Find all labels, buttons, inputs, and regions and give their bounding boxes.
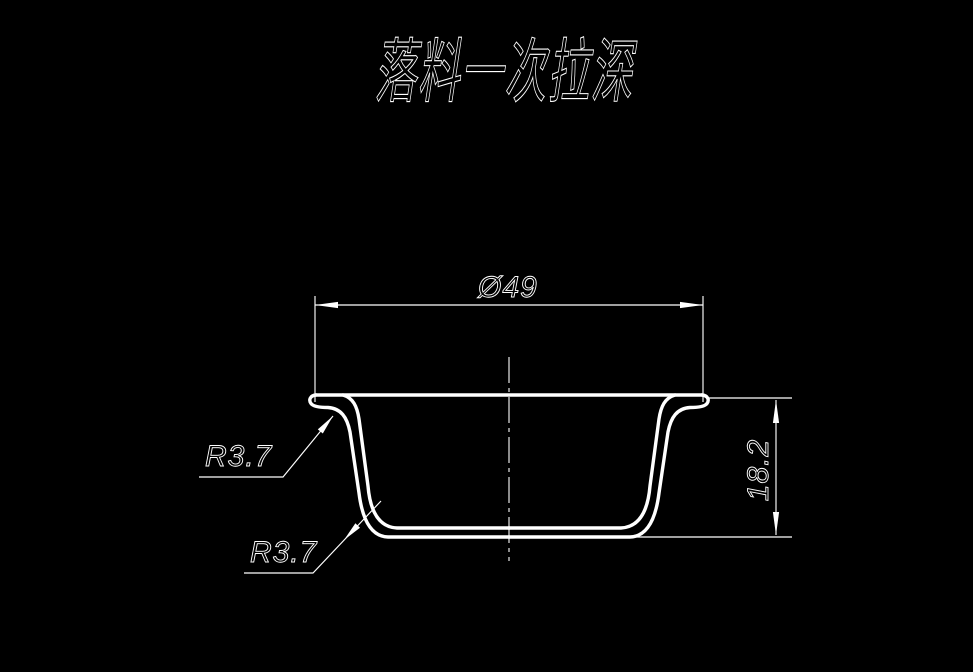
flange-radius-callout: R3.7: [199, 415, 334, 478]
diameter-arrowhead-left-icon: [315, 301, 338, 309]
diameter-arrowhead-right-icon: [680, 301, 703, 309]
bottom-radius-label: R3.7: [250, 536, 318, 569]
flange-radius-leader-line: [199, 415, 334, 478]
flange-radius-label: R3.7: [205, 440, 273, 473]
part-right-section: [507, 393, 710, 539]
diameter-dimension: Ø49: [314, 271, 704, 402]
height-dimension-label: 18.2: [742, 439, 775, 501]
left-inner-surface: [341, 393, 511, 530]
height-arrowhead-bottom-icon: [772, 512, 780, 535]
left-outer-surface: [308, 393, 511, 539]
height-dimension: 18.2: [632, 397, 792, 538]
height-arrowhead-top-icon: [772, 400, 780, 423]
bottom-radius-callout: R3.7: [244, 500, 382, 574]
part-left-section: [308, 393, 511, 539]
right-outer-surface: [507, 393, 710, 539]
part-outline: [308, 393, 710, 539]
flange-radius-arrowhead-icon: [317, 416, 333, 434]
diameter-dimension-label: Ø49: [477, 271, 538, 304]
bottom-radius-leader-line: [244, 500, 382, 574]
bottom-radius-arrowhead-icon: [344, 523, 360, 540]
drawing-title: 落料一次拉深: [374, 34, 637, 112]
right-inner-surface: [507, 393, 677, 530]
